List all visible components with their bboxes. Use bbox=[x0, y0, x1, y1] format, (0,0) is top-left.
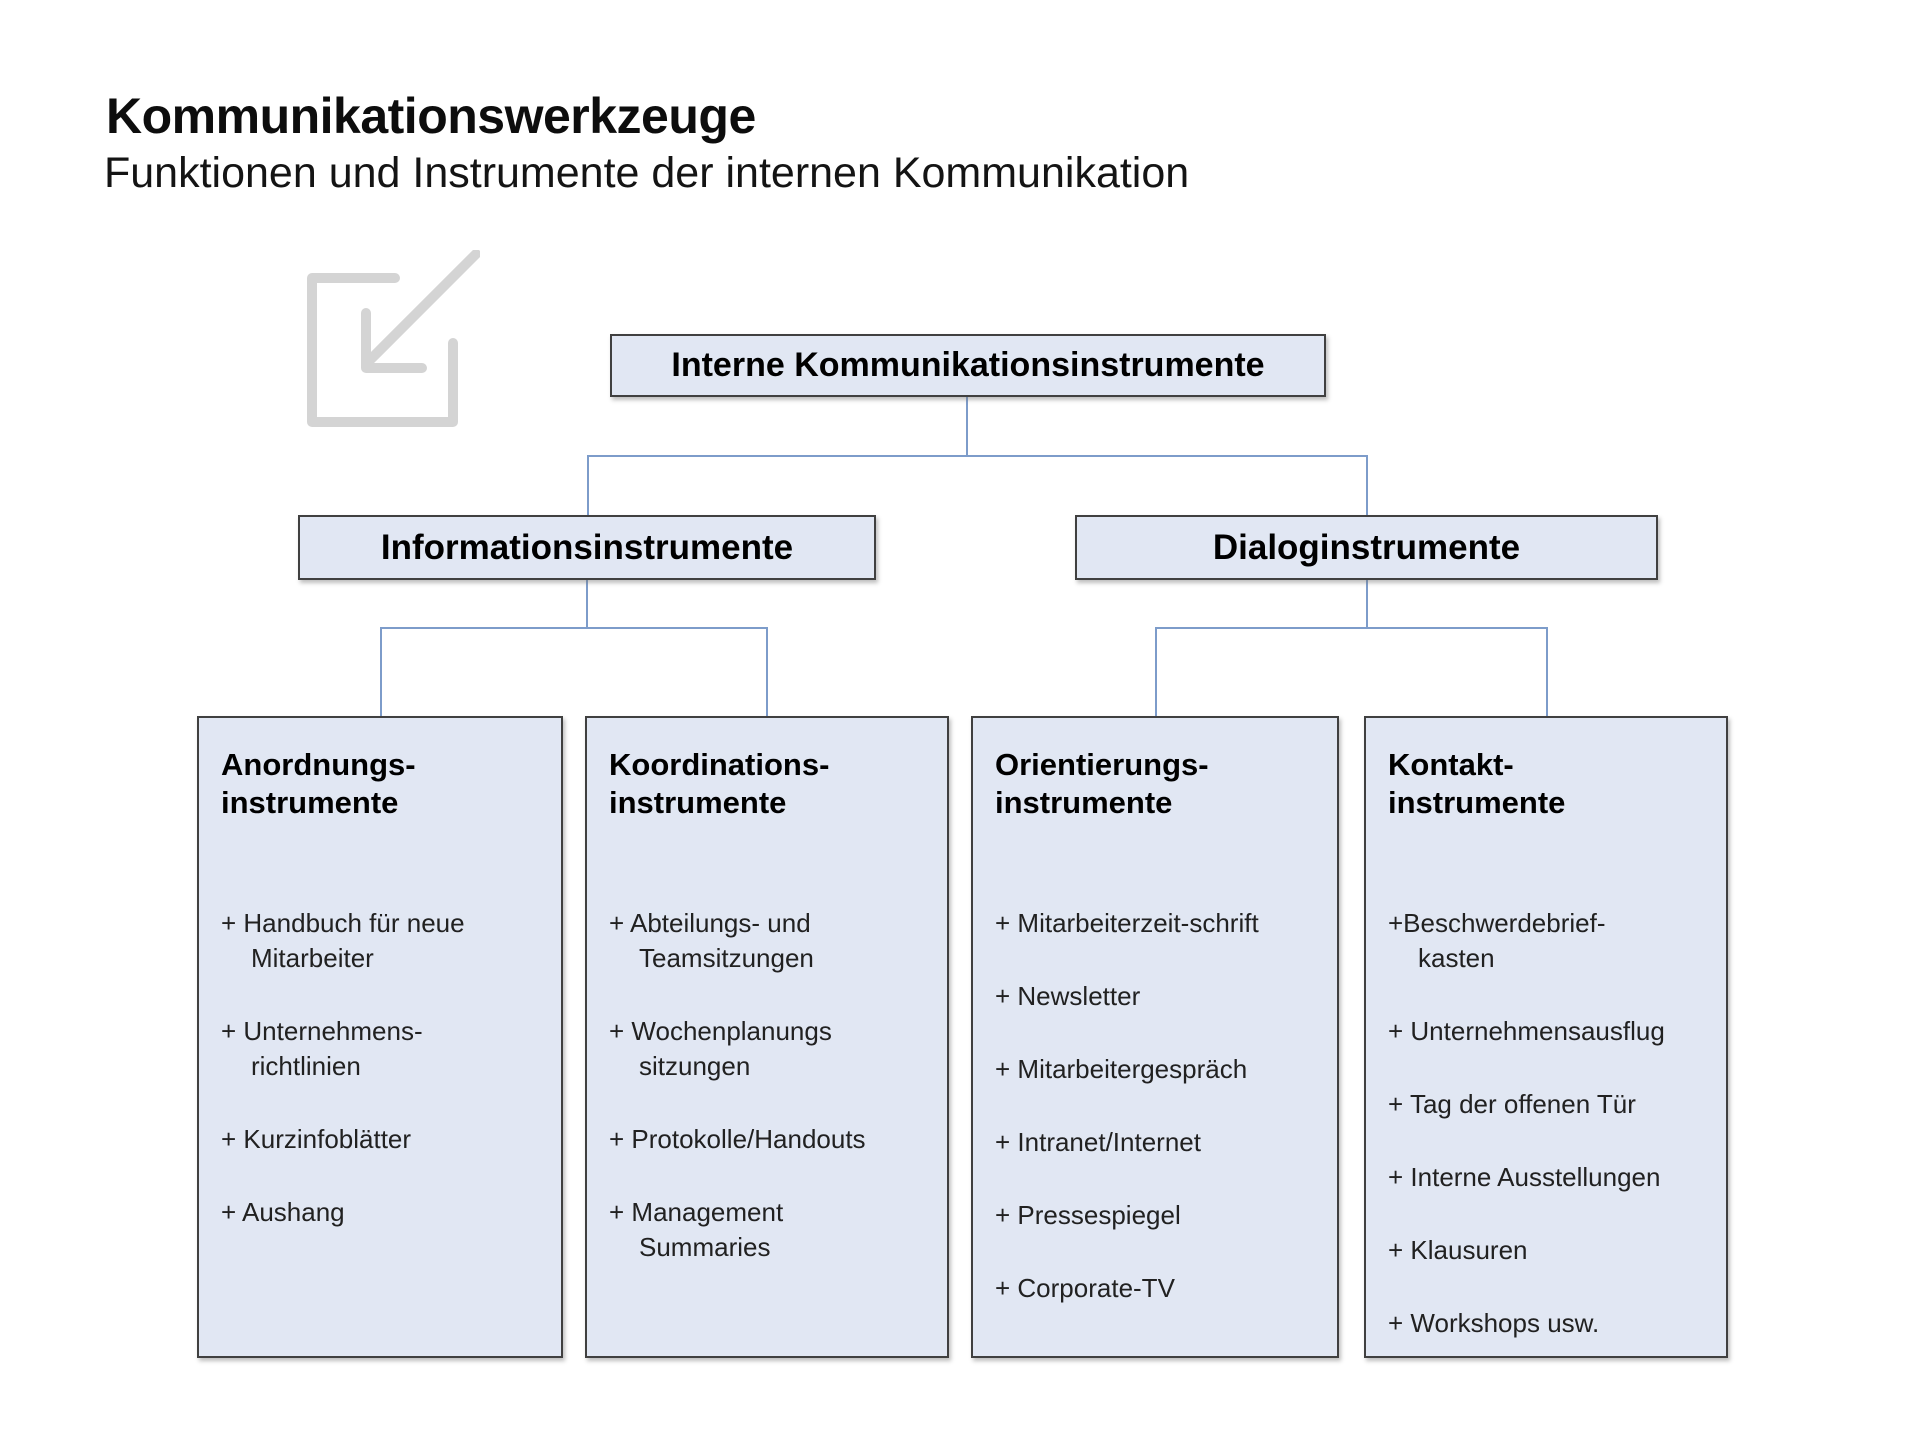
group-box-anordnungsinstrumente: Anordnungs- instrumente + Handbuch für n… bbox=[197, 716, 563, 1358]
node-label: Informationsinstrumente bbox=[380, 527, 794, 567]
list-item: + Interne Ausstellungen bbox=[1388, 1162, 1661, 1192]
group-heading: Kontakt- instrumente bbox=[1388, 747, 1566, 820]
connector-line bbox=[1366, 455, 1368, 517]
icon-square-frame bbox=[307, 273, 458, 427]
node-root: Interne Kommunikationsinstrumente bbox=[610, 334, 1326, 397]
connector-line bbox=[380, 627, 382, 718]
list-item: + Klausuren bbox=[1388, 1235, 1528, 1265]
list-item: + Corporate-TV bbox=[995, 1273, 1175, 1303]
node-root-label: Interne Kommunikationsinstrumente bbox=[671, 346, 1265, 384]
list-item: +Beschwerdebrief- kasten bbox=[1388, 908, 1606, 973]
list-item: + Unternehmensausflug bbox=[1388, 1016, 1665, 1046]
connector-line bbox=[1155, 627, 1157, 718]
icon-arrow-shaft bbox=[365, 250, 480, 365]
connector-line bbox=[586, 578, 588, 629]
page-title: Kommunikationswerkzeuge bbox=[106, 88, 756, 144]
list-item: + Mitarbeitergespräch bbox=[995, 1054, 1248, 1084]
list-item: + Aushang bbox=[221, 1197, 345, 1227]
list-item: + Protokolle/Handouts bbox=[609, 1124, 866, 1154]
node-informationsinstrumente: Informationsinstrumente bbox=[298, 515, 876, 580]
group-heading: Orientierungs- instrumente bbox=[995, 747, 1209, 820]
connector-line bbox=[1366, 578, 1368, 629]
group-heading: Koordinations- instrumente bbox=[609, 747, 830, 820]
connector-line bbox=[1546, 627, 1548, 718]
list-item: + Handbuch für neue Mitarbeiter bbox=[221, 908, 465, 973]
group-box-kontaktinstrumente: Kontakt- instrumente +Beschwerdebrief- k… bbox=[1364, 716, 1728, 1358]
connector-line bbox=[587, 455, 589, 517]
list-item: + Abteilungs- und Teamsitzungen bbox=[609, 908, 814, 973]
page-subtitle: Funktionen und Instrumente der internen … bbox=[104, 149, 1190, 197]
list-item: + Mitarbeiterzeit-schrift bbox=[995, 908, 1259, 938]
list-item: + Kurzinfoblätter bbox=[221, 1124, 412, 1154]
list-item: + Pressespiegel bbox=[995, 1200, 1181, 1230]
node-dialoginstrumente: Dialoginstrumente bbox=[1075, 515, 1658, 580]
group-box-orientierungsinstrumente: Orientierungs- instrumente + Mitarbeiter… bbox=[971, 716, 1339, 1358]
import-arrow-icon bbox=[307, 250, 480, 427]
connector-line bbox=[766, 627, 768, 718]
list-item: + Management Summaries bbox=[609, 1197, 784, 1262]
node-label: Dialoginstrumente bbox=[1212, 527, 1521, 567]
list-item: + Unternehmens- richtlinien bbox=[221, 1016, 423, 1081]
connector-line bbox=[1155, 627, 1548, 629]
connector-line bbox=[380, 627, 768, 629]
list-item: + Wochenplanungs sitzungen bbox=[609, 1016, 832, 1081]
group-box-koordinationsinstrumente: Koordinations- instrumente + Abteilungs-… bbox=[585, 716, 949, 1358]
list-item: + Newsletter bbox=[995, 981, 1141, 1011]
list-item: + Tag der offenen Tür bbox=[1388, 1089, 1636, 1119]
icon-arrow-head bbox=[361, 308, 427, 373]
list-item: + Intranet/Internet bbox=[995, 1127, 1201, 1157]
group-heading: Anordnungs- instrumente bbox=[221, 747, 416, 820]
connector-line bbox=[966, 397, 968, 457]
list-item: + Workshops usw. bbox=[1388, 1308, 1600, 1338]
connector-line bbox=[587, 455, 1368, 457]
